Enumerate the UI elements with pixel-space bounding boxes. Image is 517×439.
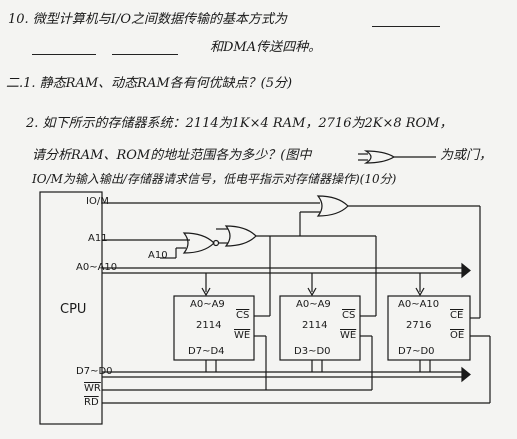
signal-wr: WR bbox=[84, 383, 101, 394]
chip2-name: 2114 bbox=[302, 320, 328, 331]
answer-blank-3[interactable] bbox=[112, 54, 178, 55]
cpu-box bbox=[39, 191, 103, 425]
or-gate-2 bbox=[182, 232, 215, 254]
question-2-2-line3: IO/M为输入输出/存储器请求信号，低电平指示对存储器操作)(10分) bbox=[32, 172, 397, 186]
chip1-name: 2114 bbox=[196, 320, 222, 331]
or-gate-legend-icon bbox=[363, 150, 396, 164]
chip2-data: D3~D0 bbox=[294, 346, 331, 357]
chip2-we: WE bbox=[340, 330, 357, 341]
chip1-addr: A0~A9 bbox=[190, 299, 225, 310]
chip3-oe: OE bbox=[450, 330, 465, 341]
signal-a0-a10: A0~A10 bbox=[76, 262, 118, 273]
chip1-data: D7~D4 bbox=[188, 346, 225, 357]
signal-io-m: IO/M bbox=[86, 196, 109, 207]
q10-text-line1: 10. 微型计算机与I/O之间数据传输的基本方式为 bbox=[8, 12, 287, 27]
q10-text-line2: 和DMA传送四种。 bbox=[210, 40, 322, 55]
chip3-name: 2716 bbox=[406, 320, 432, 331]
question-2-2-line2a: 请分析RAM、ROM的地址范围各为多少？(图中 bbox=[32, 148, 312, 163]
chip3-ce: CE bbox=[450, 310, 464, 321]
cpu-label: CPU bbox=[60, 302, 87, 317]
a10-input-label: A10 bbox=[148, 250, 168, 261]
signal-d7-d0: D7~D0 bbox=[76, 366, 113, 377]
or-gate-3 bbox=[224, 225, 257, 247]
chip-2114-a bbox=[173, 295, 255, 361]
question-2-2-line1: 2. 如下所示的存储器系统：2114为1K×4 RAM，2716为2K×8 RO… bbox=[26, 116, 453, 131]
signal-a11: A11 bbox=[88, 233, 108, 244]
answer-blank-1[interactable] bbox=[372, 26, 440, 27]
chip-2114-b bbox=[279, 295, 361, 361]
chip3-data: D7~D0 bbox=[398, 346, 435, 357]
signal-rd: RD bbox=[84, 397, 99, 408]
chip-2716 bbox=[387, 295, 471, 361]
chip3-addr: A0~A10 bbox=[398, 299, 440, 310]
chip2-addr: A0~A9 bbox=[296, 299, 331, 310]
chip1-we: WE bbox=[234, 330, 251, 341]
chip1-cs: CS bbox=[236, 310, 250, 321]
question-2-1: 二.1. 静态RAM、动态RAM各有何优缺点？(5分) bbox=[6, 76, 293, 91]
answer-blank-2[interactable] bbox=[32, 54, 96, 55]
chip2-cs: CS bbox=[342, 310, 356, 321]
question-2-2-line2b: 为或门， bbox=[440, 148, 493, 163]
or-gate-1 bbox=[316, 195, 349, 217]
